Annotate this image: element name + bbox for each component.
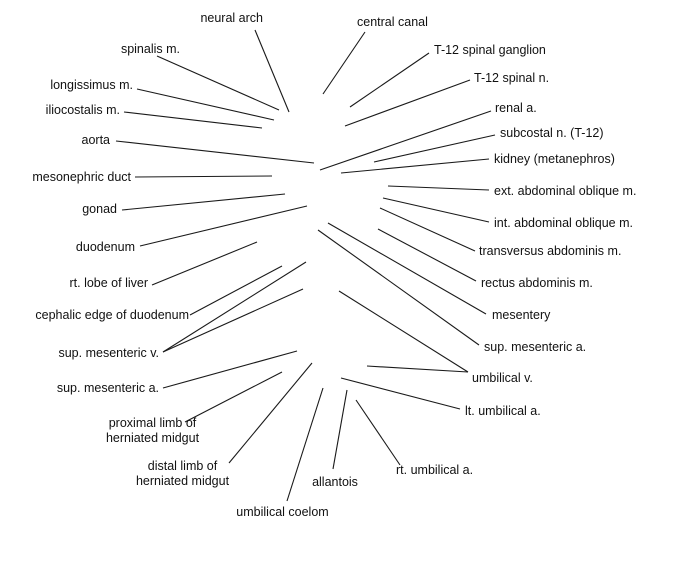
leader-mesentery	[327, 222, 487, 315]
label-iliocostalis: iliocostalis m.	[45, 103, 120, 117]
label-umbilical-coelom: umbilical coelom	[236, 505, 329, 519]
label-cephalic-duodenum: cephalic edge of duodenum	[35, 308, 189, 322]
leader-allantois	[332, 389, 348, 470]
label-distal-limb: distal limb of herniated midgut	[100, 459, 265, 489]
leader-rectus	[377, 228, 477, 282]
leader-t12-nerve	[344, 79, 471, 127]
label-umbilical-v: umbilical v.	[472, 371, 533, 385]
leader-kidney	[340, 158, 490, 174]
label-proximal-limb: proximal limb of herniated midgut	[70, 416, 235, 446]
label-sup-mes-v: sup. mesenteric v.	[58, 346, 159, 360]
leader-umbilical-v-1	[338, 290, 469, 373]
label-lt-umbilical: lt. umbilical a.	[465, 404, 541, 418]
label-longissimus: longissimus m.	[50, 78, 133, 92]
leader-proximal-limb	[184, 371, 283, 423]
label-proximal-limb-line2: herniated midgut	[105, 431, 200, 445]
leader-duodenum	[139, 205, 308, 247]
label-int-oblique: int. abdominal oblique m.	[494, 216, 633, 230]
leader-spinalis	[156, 55, 280, 111]
label-ext-oblique: ext. abdominal oblique m.	[494, 184, 637, 198]
label-t12-ganglion: T-12 spinal ganglion	[434, 43, 546, 57]
leader-sup-mes-v-1	[162, 261, 307, 353]
leader-longissimus	[136, 88, 275, 121]
leader-distal-limb	[228, 362, 313, 464]
leader-int-oblique	[382, 197, 490, 223]
leader-neural-arch	[254, 29, 290, 113]
leader-umbilical-coelom	[286, 387, 324, 502]
label-allantois: allantois	[312, 475, 358, 489]
label-distal-limb-line2: herniated midgut	[135, 474, 230, 488]
leader-subcostal	[373, 134, 496, 163]
label-t12-nerve: T-12 spinal n.	[474, 71, 550, 85]
label-rectus: rectus abdominis m.	[481, 276, 593, 290]
leader-sup-mes-a-left	[162, 350, 298, 389]
label-liver: rt. lobe of liver	[69, 276, 148, 290]
leader-sup-mes-a-right	[317, 229, 480, 346]
leader-transversus	[379, 207, 476, 252]
leader-mesonephric	[134, 175, 273, 178]
label-proximal-limb-line1: proximal limb of	[108, 416, 197, 430]
label-gonad: gonad	[82, 202, 117, 216]
leader-liver	[151, 241, 258, 286]
leader-t12-ganglion	[349, 52, 430, 108]
leader-umbilical-v-2	[366, 365, 469, 373]
leader-gonad	[121, 193, 286, 211]
label-distal-limb-line1: distal limb of	[147, 459, 218, 473]
label-transversus: transversus abdominis m.	[479, 244, 622, 258]
label-sup-mes-a-left: sup. mesenteric a.	[56, 381, 159, 395]
label-aorta: aorta	[81, 133, 111, 147]
leader-sup-mes-v-2	[162, 288, 304, 353]
label-neural-arch: neural arch	[200, 11, 263, 25]
leader-rt-umbilical	[355, 399, 401, 466]
label-central-canal: central canal	[357, 15, 428, 29]
leader-lt-umbilical	[340, 377, 461, 410]
label-subcostal: subcostal n. (T-12)	[500, 126, 604, 140]
label-duodenum: duodenum	[75, 240, 135, 254]
label-spinalis: spinalis m.	[120, 42, 180, 56]
label-mesentery: mesentery	[492, 308, 551, 322]
leader-ext-oblique	[387, 185, 490, 191]
label-renal-a: renal a.	[495, 101, 537, 115]
leader-renal-a	[319, 110, 492, 171]
leader-central-canal	[322, 31, 366, 95]
label-sup-mes-a-right: sup. mesenteric a.	[484, 340, 587, 354]
leader-aorta	[115, 140, 315, 164]
leader-cephalic-duodenum	[189, 265, 283, 316]
label-rt-umbilical: rt. umbilical a.	[396, 463, 474, 477]
leader-iliocostalis	[123, 111, 263, 129]
label-kidney: kidney (metanephros)	[494, 152, 615, 166]
label-mesonephric: mesonephric duct	[32, 170, 131, 184]
